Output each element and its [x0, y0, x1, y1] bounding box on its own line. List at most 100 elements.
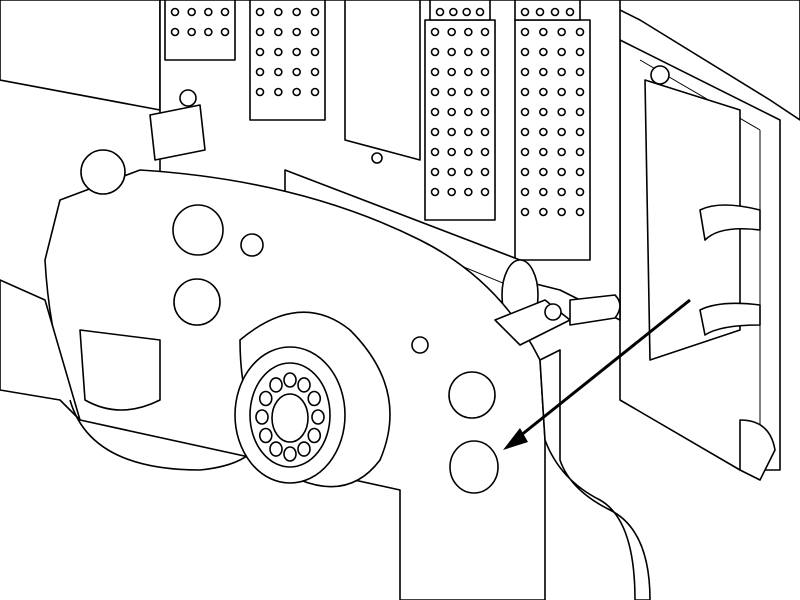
connector-pin	[255, 67, 265, 77]
connector-pin	[255, 27, 265, 37]
connector-pin	[575, 167, 585, 177]
connector-pin	[575, 47, 585, 57]
connector-pin	[274, 47, 283, 57]
connector-pin	[575, 27, 585, 37]
connector-pin	[187, 7, 196, 17]
connector-pin	[430, 127, 440, 137]
connector-pin	[539, 27, 548, 37]
connector-pin	[464, 147, 473, 157]
knob-assembly	[234, 311, 391, 488]
connector-pin	[310, 27, 320, 37]
connector-pin	[520, 67, 530, 77]
screw-icon	[371, 152, 383, 164]
spline-tooth	[283, 372, 297, 388]
connector-pin	[464, 167, 473, 177]
connector-pin	[520, 167, 530, 177]
connector-pin	[170, 7, 180, 17]
spline-gear-icon	[255, 372, 325, 462]
connector-pin	[557, 87, 566, 97]
rear-chassis	[0, 0, 800, 481]
connector-pin	[464, 87, 473, 97]
connector-pin	[274, 27, 283, 37]
screw-icon	[411, 336, 429, 354]
connector-pin	[187, 27, 196, 37]
cylinder	[79, 329, 161, 411]
screw-icon	[650, 65, 670, 85]
connector-pin	[575, 127, 585, 137]
connector-pin	[430, 187, 440, 197]
connector-pin	[539, 47, 548, 57]
connector-pin	[480, 87, 490, 97]
connector-pin	[464, 107, 473, 117]
connector-pin	[550, 7, 560, 17]
connector-pin	[480, 67, 490, 77]
connector-pin	[447, 167, 456, 177]
connector-pin	[480, 47, 490, 57]
connector-pin	[464, 27, 473, 37]
connector-pin	[204, 27, 213, 37]
connector-pin	[520, 107, 530, 117]
connector-pin	[310, 7, 320, 17]
connector-pin	[447, 27, 456, 37]
connector-pin	[447, 107, 456, 117]
connector-pin	[557, 47, 566, 57]
connector-pin	[447, 47, 456, 57]
spline-tooth	[311, 409, 325, 425]
spline-tooth	[258, 427, 273, 444]
plate-hole-target	[449, 440, 499, 494]
connector-pin	[204, 7, 213, 17]
connector-pin	[557, 167, 566, 177]
bracket-clip	[699, 204, 761, 241]
connector-block	[429, 0, 491, 21]
spline-tooth	[307, 390, 322, 407]
connector-pin	[539, 67, 548, 77]
connector-pin	[447, 127, 456, 137]
connector-pin	[292, 7, 301, 17]
spline-tooth	[269, 441, 283, 457]
connector-pin	[255, 7, 265, 17]
connector-pin	[464, 67, 473, 77]
connector-pin	[220, 7, 230, 17]
connector-pin	[274, 67, 283, 77]
connector-pin	[520, 47, 530, 57]
connector-pin	[557, 67, 566, 77]
spline-tooth	[297, 377, 311, 393]
connector-pin	[535, 7, 545, 17]
connector-pin	[557, 187, 566, 197]
connector-pin	[220, 27, 230, 37]
spline-tooth	[269, 377, 283, 393]
connector-pin	[575, 87, 585, 97]
plate-hole	[80, 149, 126, 195]
connector-pin	[557, 107, 566, 117]
connector-pin	[430, 27, 440, 37]
connector-pin	[575, 207, 585, 217]
connector-pin	[480, 147, 490, 157]
spline-tooth	[258, 390, 273, 407]
connector-pin	[520, 147, 530, 157]
screw-icon	[179, 89, 197, 107]
plate-hole	[448, 371, 496, 419]
connector-pin	[430, 107, 440, 117]
connector-pin	[435, 7, 445, 17]
connector-pin	[575, 187, 585, 197]
connector-pin	[310, 67, 320, 77]
connector-blocks	[164, 0, 591, 261]
connector-pin	[520, 187, 530, 197]
connector-pin	[292, 47, 301, 57]
connector-pin	[557, 147, 566, 157]
connector-pin	[475, 7, 485, 17]
connector-pin	[255, 87, 265, 97]
connector-pin	[565, 7, 575, 17]
connector-block	[514, 19, 591, 261]
connector-pin	[464, 47, 473, 57]
connector-pin	[449, 7, 458, 17]
screw-icon	[240, 233, 264, 257]
connector-pin	[539, 147, 548, 157]
connector-pin	[447, 87, 456, 97]
lower-left-assembly	[0, 279, 261, 471]
plate-hole	[172, 204, 224, 256]
connector-pin	[557, 207, 566, 217]
connector-pin	[170, 27, 180, 37]
connector-pin	[480, 107, 490, 117]
